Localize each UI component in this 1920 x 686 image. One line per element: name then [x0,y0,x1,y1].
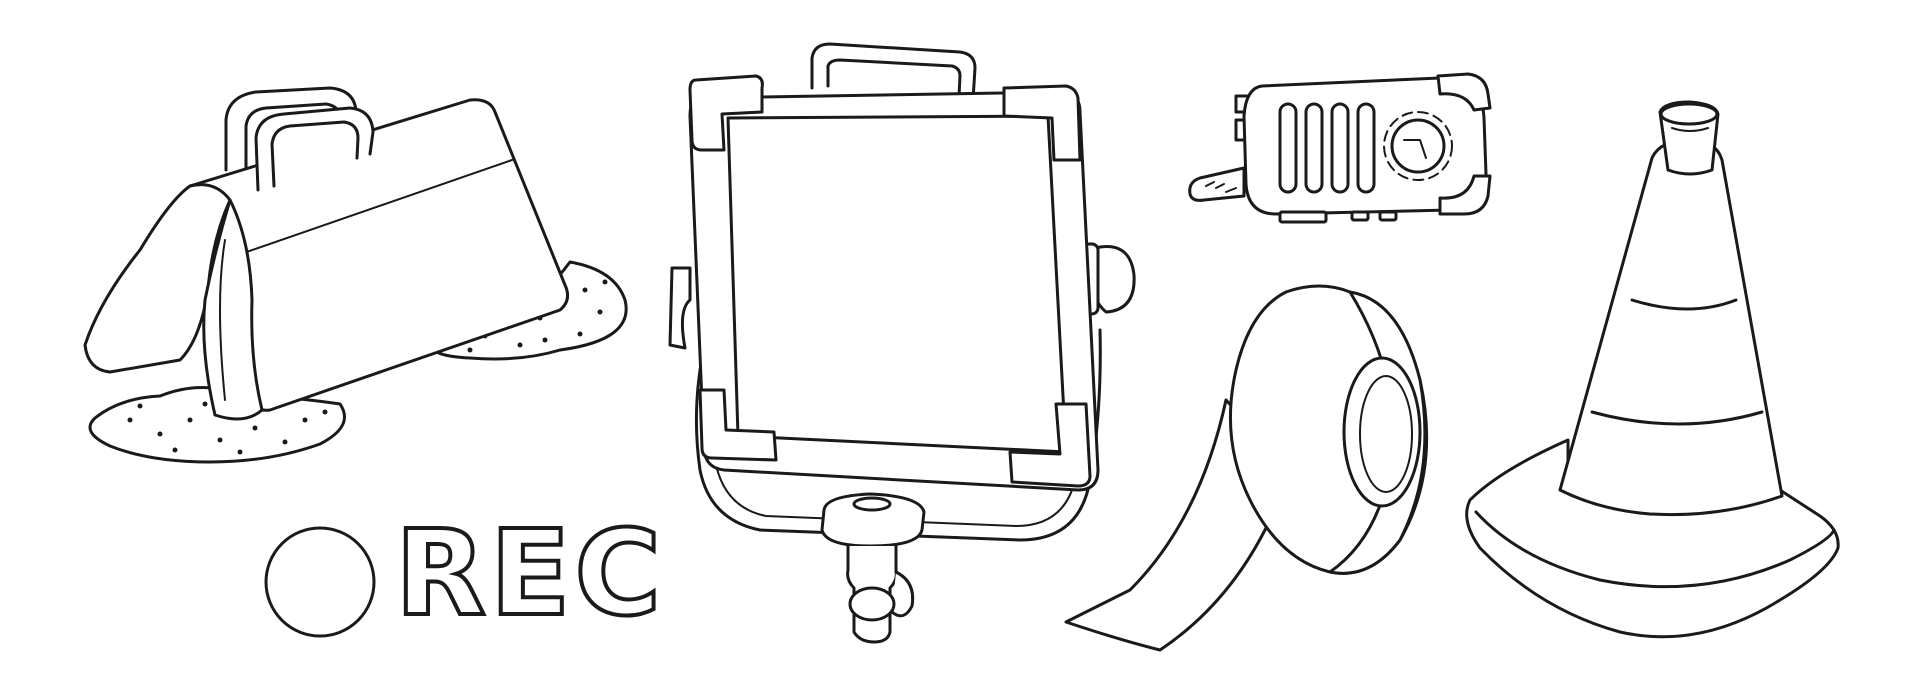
traffic-cone-icon [1465,100,1840,639]
record-circle-icon [264,526,376,638]
led-panel-light-icon [668,42,1136,644]
sandbag-icon [83,86,628,464]
rec-label: REC [393,502,666,644]
walkie-talkie-icon [1188,72,1492,224]
gaffer-tape-icon [1064,284,1429,652]
